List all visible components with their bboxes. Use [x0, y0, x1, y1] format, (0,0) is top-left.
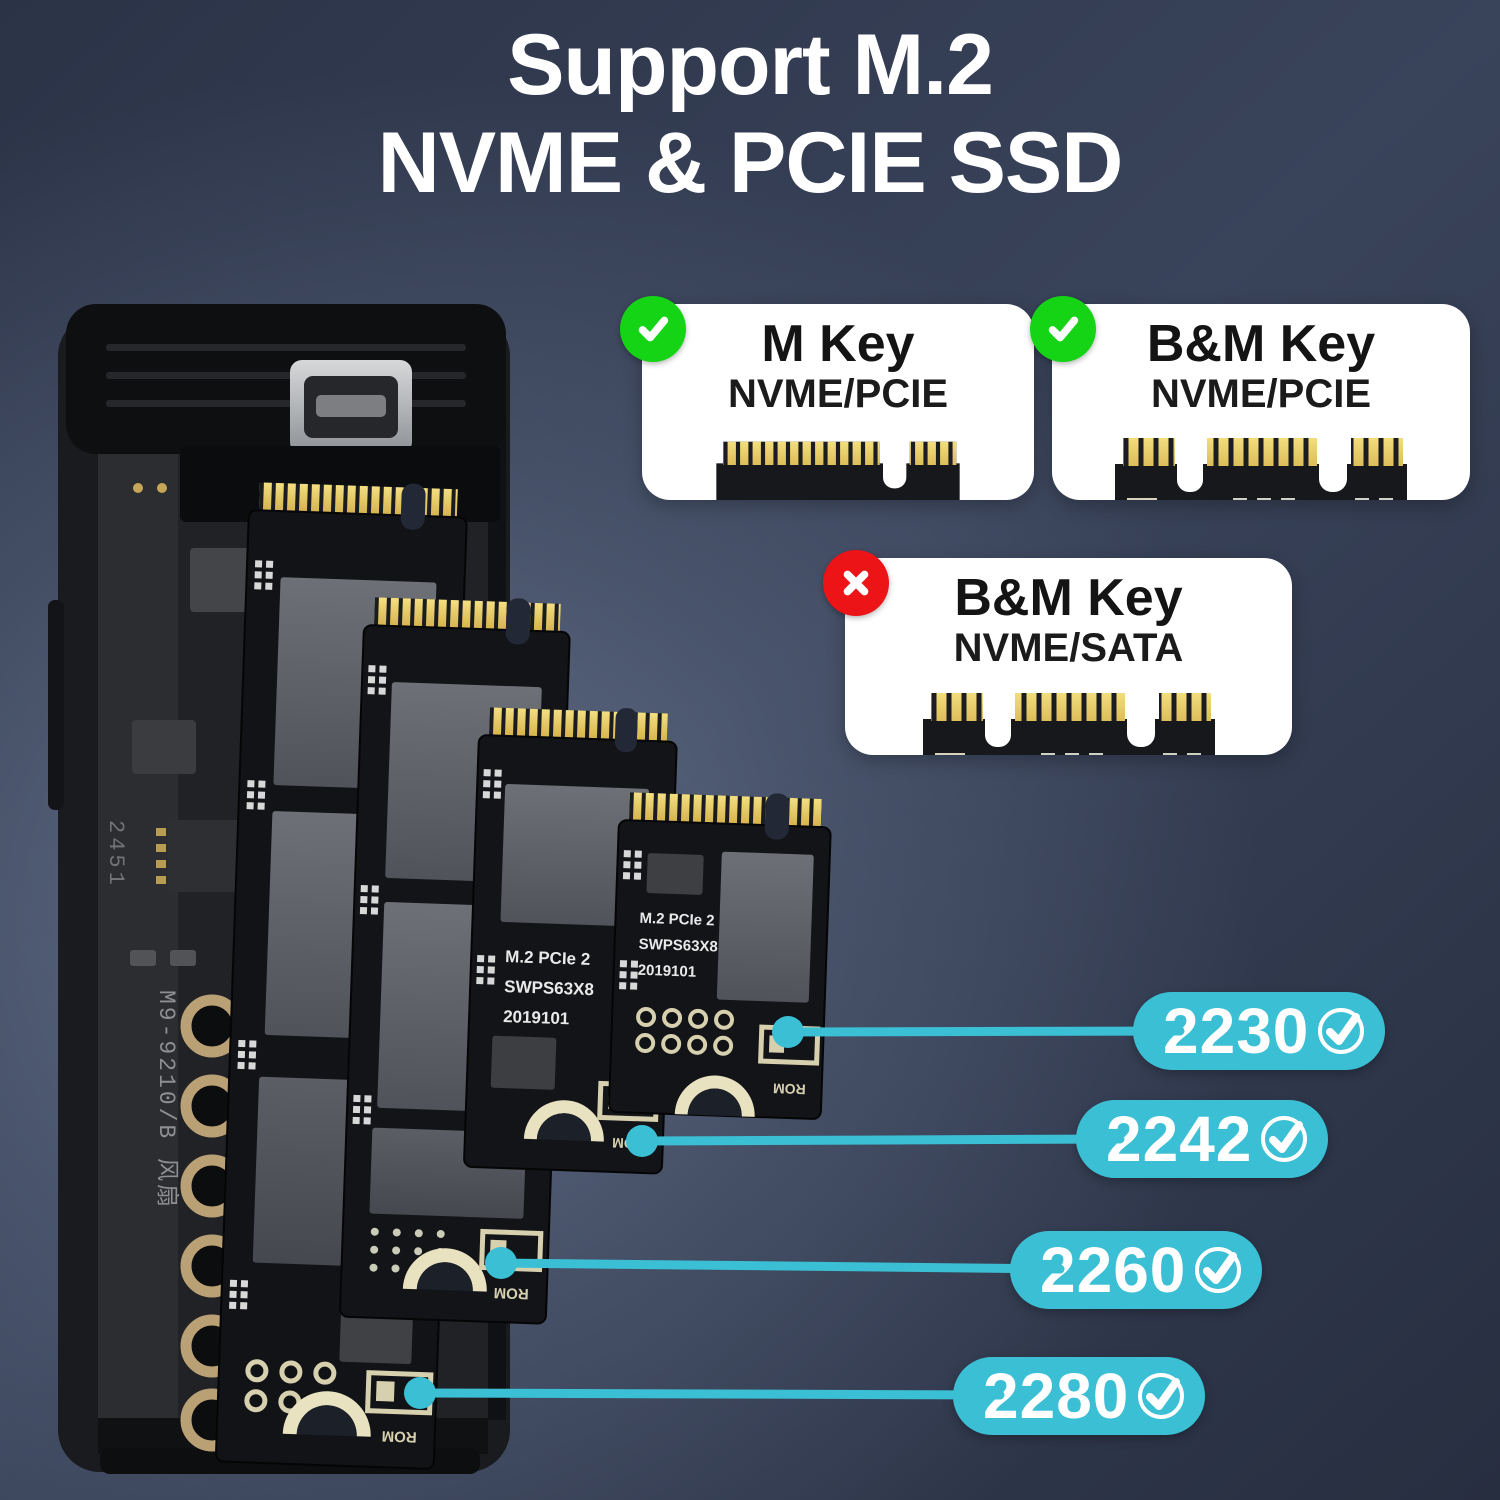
rom-label: ROM: [773, 1081, 806, 1098]
svg-text:M.2 PCIe 2: M.2 PCIe 2: [505, 947, 591, 969]
size-badge-label: 2280: [983, 1360, 1130, 1432]
callout-dot-2280: [404, 1377, 436, 1409]
b-and-m-key-connector-image: [1111, 434, 1411, 500]
check-icon: [620, 296, 686, 362]
svg-text:M.2 PCIe 2: M.2 PCIe 2: [639, 910, 715, 930]
m-key-notch: [614, 708, 638, 753]
page-title: Support M.2 NVME & PCIE SSD: [0, 16, 1500, 212]
callout-line-2260: [496, 1258, 1065, 1274]
ssd-label: M.2 PCIe 2 SWPS63X8 2019101: [637, 910, 718, 981]
title-line-1: Support M.2: [507, 17, 994, 113]
compat-card-subtitle: NVME/PCIE: [727, 372, 949, 417]
check-circle-icon: [1195, 1247, 1242, 1293]
enclosure-marking: M9-9210/B 风扇: [153, 990, 180, 1210]
compat-card-title: B&M Key: [954, 569, 1183, 627]
m-key-notch: [505, 598, 531, 645]
ssd-label: M.2 PCIe 2 SWPS63X8 2019101: [503, 947, 594, 1028]
callout-line-2230: [783, 1026, 1185, 1037]
enclosure-marking-small: 2451: [103, 820, 128, 889]
size-badge-2230: 2230: [1133, 992, 1386, 1070]
check-circle-icon: [1318, 1008, 1365, 1054]
m-key-notch: [764, 793, 790, 840]
check-circle-icon: [1261, 1116, 1308, 1162]
svg-text:SWPS63X8: SWPS63X8: [638, 936, 718, 956]
compat-card-bm-key-nvme-sata: B&M Key NVME/SATA: [845, 558, 1292, 755]
compat-card-title: B&M Key: [1146, 315, 1376, 373]
check-circle-icon: [1138, 1373, 1185, 1419]
size-badge-label: 2230: [1163, 995, 1310, 1067]
callout-line-2280: [415, 1388, 1005, 1400]
callout-dot-2260: [485, 1247, 517, 1279]
size-badge-label: 2242: [1106, 1103, 1253, 1175]
m-key-notch: [400, 483, 426, 530]
callout-dot-2230: [772, 1016, 804, 1048]
ssd-enclosure-image: M9-9210/B 风扇 2451 ROM: [48, 304, 832, 1474]
compat-card-m-key-nvme-pcie: M Key NVME/PCIE: [642, 304, 1034, 500]
rom-label: ROM: [493, 1284, 529, 1302]
callout-dot-2242: [626, 1125, 658, 1157]
b-and-m-key-connector-image: [919, 689, 1219, 755]
title-line-2: NVME & PCIE SSD: [377, 115, 1124, 212]
cross-icon: [823, 550, 889, 616]
ssd-2230: M.2 PCIe 2 SWPS63X8 2019101 ROM: [608, 792, 832, 1120]
compat-card-subtitle: NVME/PCIE: [1150, 372, 1372, 417]
check-icon: [1030, 296, 1096, 362]
svg-text:2019101: 2019101: [637, 962, 696, 981]
svg-text:SWPS63X8: SWPS63X8: [504, 977, 594, 999]
compat-card-subtitle: NVME/SATA: [953, 626, 1184, 671]
size-badge-2242: 2242: [1076, 1100, 1329, 1178]
compat-card-bm-key-nvme-pcie: B&M Key NVME/PCIE: [1052, 304, 1470, 500]
m-key-connector-image: [713, 438, 963, 500]
rom-label: ROM: [381, 1427, 417, 1445]
compat-card-title: M Key: [761, 315, 915, 373]
svg-text:2019101: 2019101: [503, 1007, 570, 1028]
callout-line-2242: [637, 1134, 1125, 1146]
usb-c-port: [290, 360, 412, 454]
